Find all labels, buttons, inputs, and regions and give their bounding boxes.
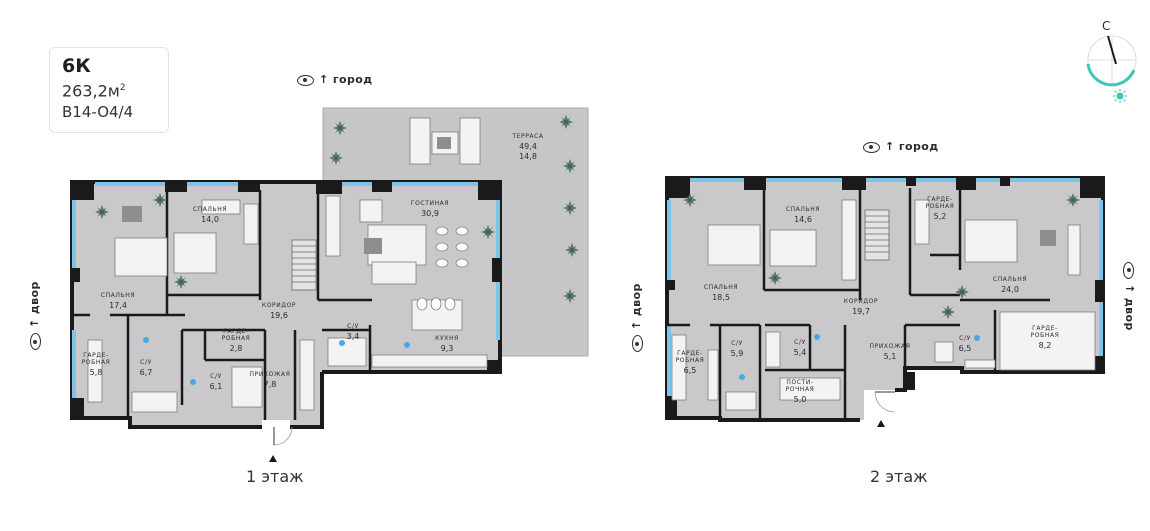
room-area-label: 5,4 [794,348,807,357]
room-area-label: 5,9 [731,349,744,358]
room-area-label: 9,3 [441,344,454,353]
room-name-label: ГОСТИНАЯ [411,200,449,207]
room-area-label: 6,5 [684,366,697,375]
room-name-label: РОБНАЯ [82,359,111,366]
room-area-label: 5,0 [794,395,807,404]
room-name-label: С/У [210,373,222,380]
room-area-label: 3,4 [347,332,360,341]
compass-north-label: С [1102,19,1110,33]
room-area-label: 30,9 [421,209,439,218]
room-name-label: ПРИХОЖАЯ [870,343,911,350]
room-name-label: СПАЛЬНЯ [704,284,738,291]
room-area-label: 6,1 [210,382,223,391]
room-area-label: 7,8 [264,380,277,389]
compass-icon: С [1086,19,1137,103]
room-name-label: КУХНЯ [435,335,459,342]
room-name-label: ГАРДЕ- [927,196,953,203]
room-name-label: ГАРДЕ- [1032,325,1058,332]
room-name-label: РОБНАЯ [676,357,705,364]
room-name-label: КОРИДОР [844,298,878,305]
room-area-label: 8,2 [1039,341,1052,350]
room-area-label: 14,0 [201,215,219,224]
apartment-area: 263,2м2 [62,81,126,101]
room-name-label: ТЕРРАСА [511,133,544,140]
apartment-type: 6К [62,55,91,77]
arrow-up-icon: ↑ [319,73,333,86]
room-area-label: 6,5 [959,344,972,353]
room-area-label: 14,6 [794,215,812,224]
room-area-label: 49,4 [519,142,537,151]
room-name-label: ГАРДЕ- [677,350,703,357]
room-area-label: 5,8 [90,368,103,377]
sun-icon [1113,89,1127,103]
room-area-label: 17,4 [109,301,127,310]
direction-city-floor1: ↑ город [297,73,372,86]
floor-2-plan [665,176,1105,427]
eye-icon [863,141,880,153]
room-area-label: 5,2 [934,212,947,221]
room-area-label: 5,1 [884,352,897,361]
room-name-label: ПРИХОЖАЯ [250,371,291,378]
room-name-label: С/У [794,339,806,346]
room-name-label: СПАЛЬНЯ [101,292,135,299]
room-name-label: СПАЛЬНЯ [193,206,227,213]
room-name-label: ПОСТИ- [786,379,813,386]
room-area-label: 14,8 [519,152,537,161]
room-labels: СПАЛЬНЯ14,0СПАЛЬНЯ17,4ГОСТИНАЯ30,9ТЕРРАС… [82,133,1060,404]
room-name-label: С/У [731,340,743,347]
floor-1-plan [70,107,589,462]
room-name-label: РОБНАЯ [222,335,251,342]
room-area-label: 19,6 [270,311,288,320]
room-area-label: 6,7 [140,368,153,377]
floor-2-label: 2 этаж [870,467,928,486]
room-name-label: С/У [140,359,152,366]
room-name-label: КОРИДОР [262,302,296,309]
room-area-label: 18,5 [712,293,730,302]
entrance-marker-icon [269,455,277,462]
arrow-up-icon: ↑ [885,140,899,153]
apartment-code: B14-O4/4 [62,103,134,122]
room-area-label: 2,8 [230,344,243,353]
room-name-label: ГАРДЕ- [223,328,249,335]
room-name-label: С/У [959,335,971,342]
direction-city-floor2: ↑ город [863,140,938,153]
room-name-label: РОБНАЯ [926,203,955,210]
room-name-label: ГАРДЕ- [83,352,109,359]
room-area-label: 19,7 [852,307,870,316]
floor-1-label: 1 этаж [246,467,304,486]
eye-icon [297,74,314,86]
apartment-info-card: 6К 263,2м2 B14-O4/4 [49,47,169,133]
entrance-marker-icon [877,420,885,427]
room-name-label: РОЧНАЯ [786,386,815,393]
room-name-label: РОБНАЯ [1031,332,1060,339]
room-name-label: СПАЛЬНЯ [786,206,820,213]
room-name-label: СПАЛЬНЯ [993,276,1027,283]
room-name-label: С/У [347,323,359,330]
room-area-label: 24,0 [1001,285,1019,294]
